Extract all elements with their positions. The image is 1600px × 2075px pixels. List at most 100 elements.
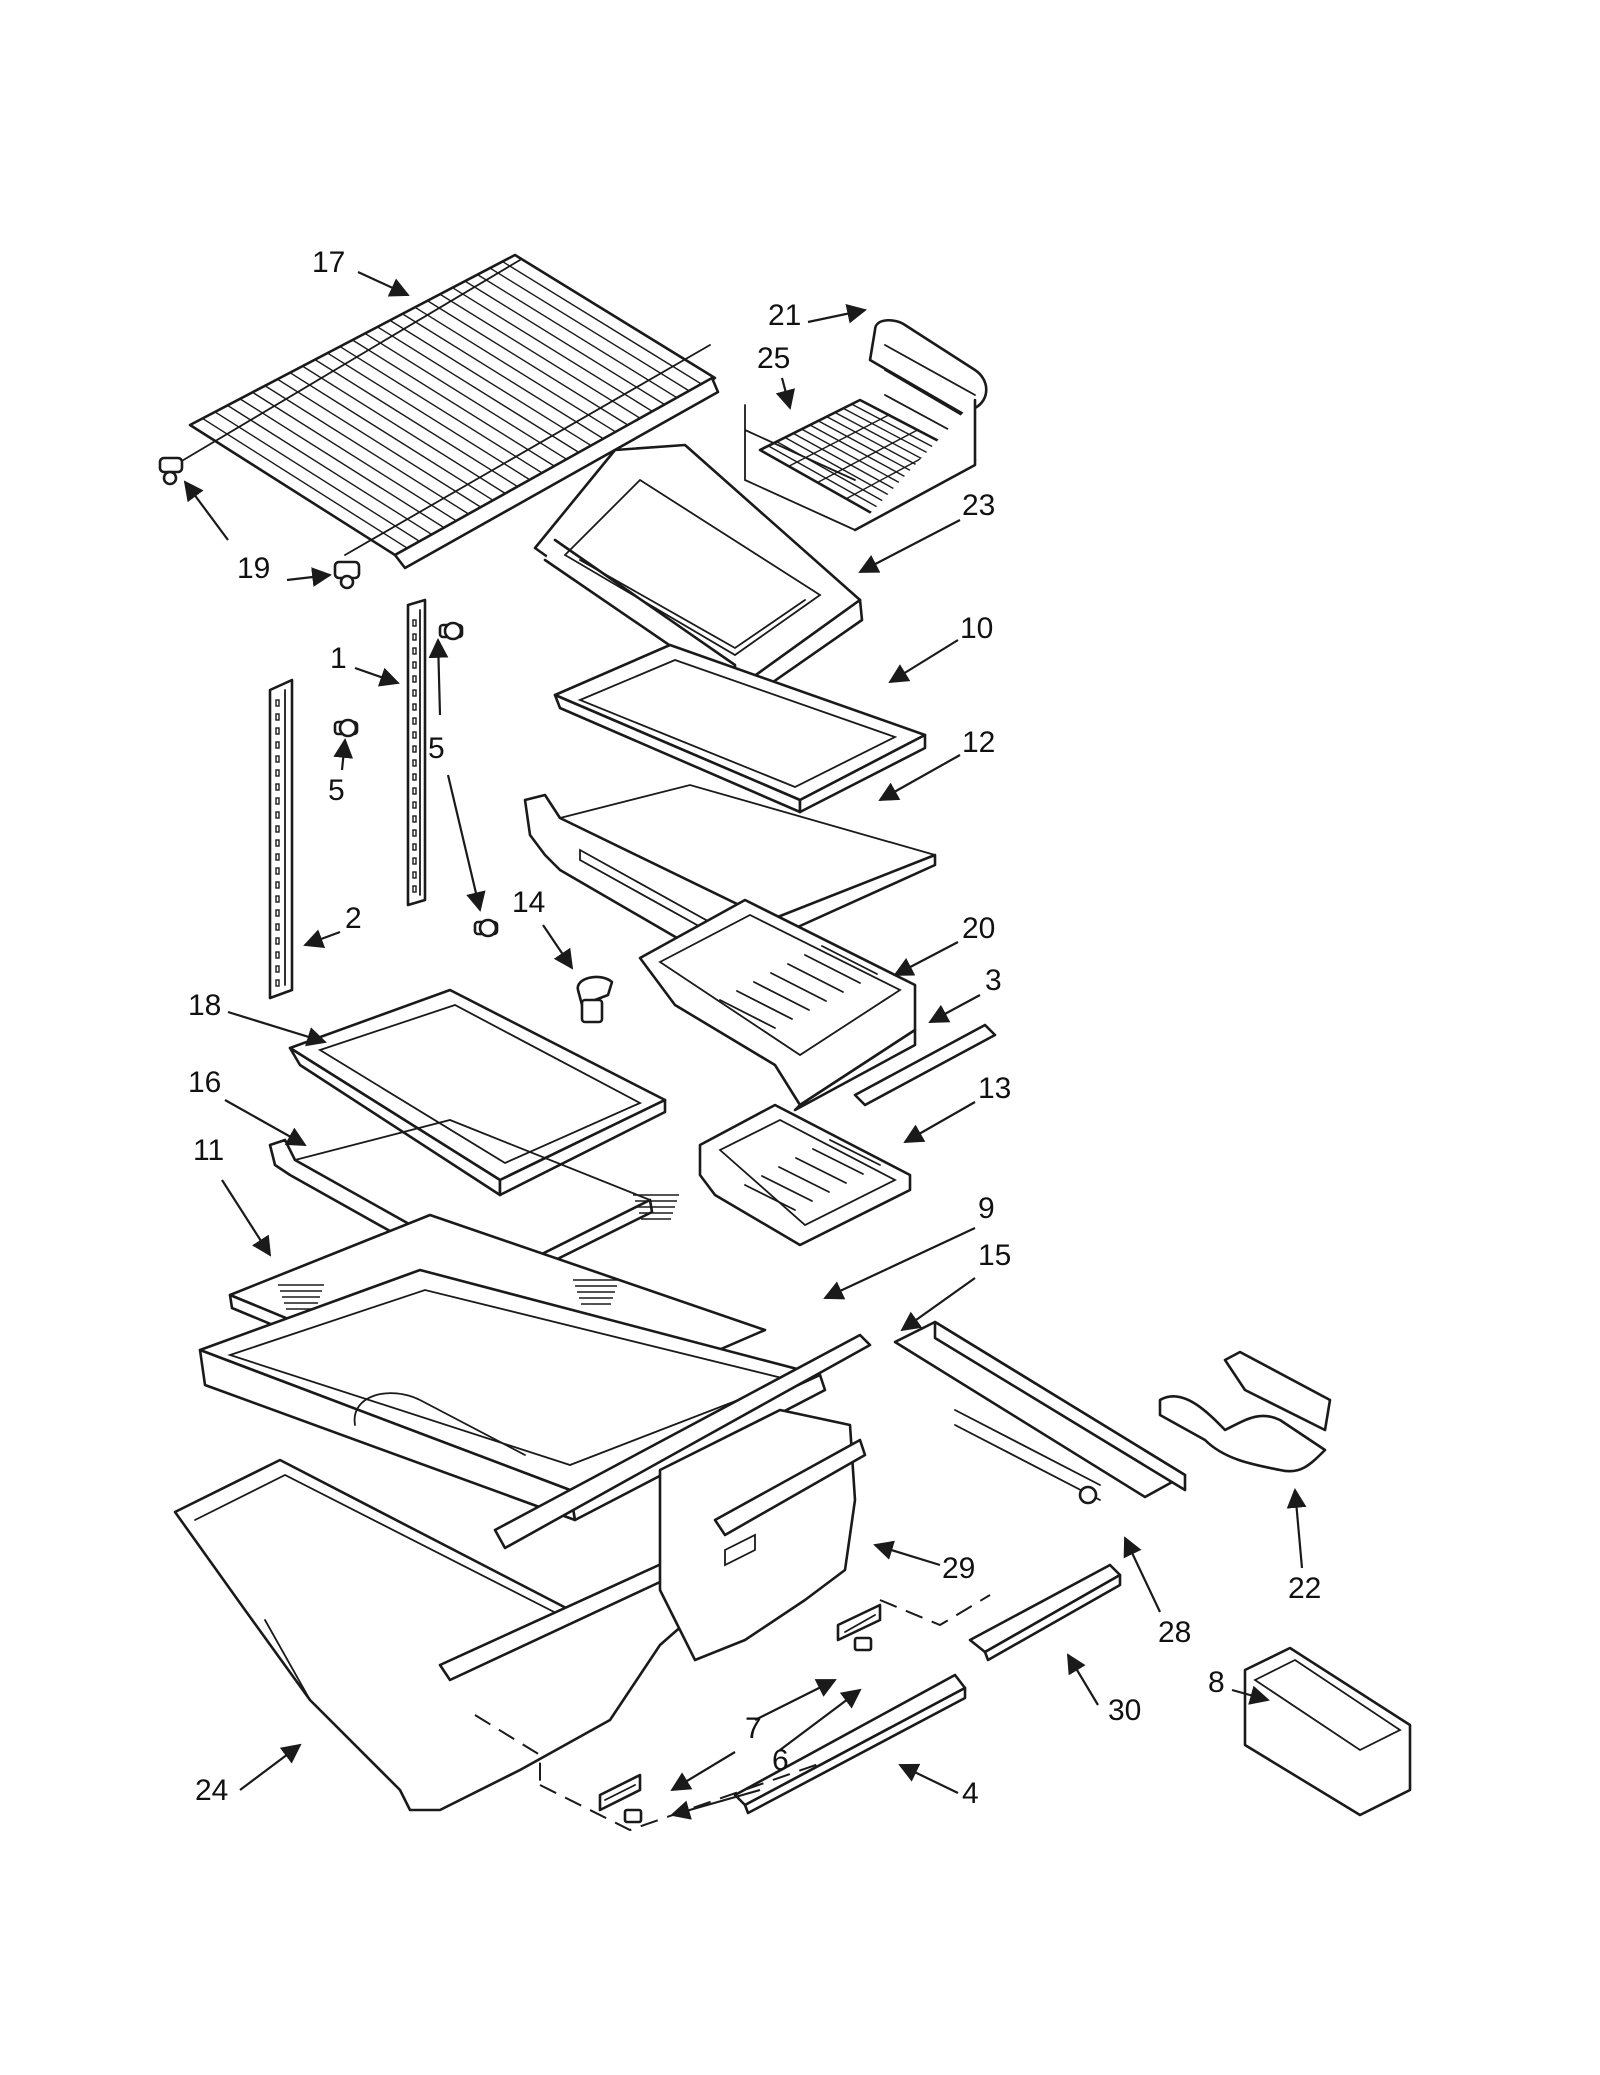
callout-label: 9: [978, 1192, 995, 1225]
wire-shelf-17: [174, 253, 720, 570]
callout-label: 4: [962, 1777, 979, 1810]
leader-arrow: [227, 1010, 327, 1047]
rail-2: [268, 678, 294, 1000]
callout-c19: 19: [183, 480, 332, 587]
callout-label: 29: [942, 1552, 975, 1585]
trim-strip-3: [853, 1023, 997, 1107]
leader-arrow: [903, 1101, 976, 1143]
callout-label: 19: [237, 552, 270, 585]
dashed-alignment-lines: [474, 1594, 991, 1832]
callout-c28: 28: [1123, 1536, 1191, 1649]
leader-arrow: [221, 1179, 272, 1257]
callout-c7: 7: [745, 1679, 837, 1745]
callout-c12: 12: [878, 726, 995, 801]
callout-c25: 25: [757, 342, 795, 410]
end-cap-19-lower: [333, 560, 361, 590]
callout-c23: 23: [858, 489, 995, 573]
callout-c10: 10: [888, 612, 993, 684]
callout-label: 20: [962, 912, 995, 945]
clip-7-upper: [836, 1603, 882, 1642]
clip-7-lower: [598, 1773, 642, 1812]
leader-arrow: [303, 929, 341, 949]
callout-label: 15: [978, 1239, 1011, 1272]
callout-c21: 21: [768, 299, 867, 332]
callout-label: 7: [745, 1712, 762, 1745]
callout-label: 23: [962, 489, 995, 522]
crisper-drawer-29: [658, 1408, 867, 1662]
callout-c17: 17: [312, 246, 410, 297]
callout-c20: 20: [893, 912, 995, 976]
door-bin-8: [1243, 1646, 1412, 1817]
callout-c9: 9: [823, 1192, 995, 1300]
rail-assembly-28: [893, 1320, 1187, 1505]
clip-6-upper: [853, 1636, 873, 1652]
leader-arrow: [1123, 1536, 1161, 1613]
leader-arrow: [1231, 1685, 1270, 1705]
callout-label: 14: [512, 886, 545, 919]
callout-c4: 4: [898, 1763, 979, 1810]
leader-arrow: [900, 1277, 976, 1332]
screw-5-upper: [438, 621, 464, 641]
callout-label: 25: [757, 342, 790, 375]
shelf-frame-16: [268, 1119, 654, 1292]
callout-c15: 15: [900, 1239, 1011, 1332]
glass-shelf-18: [288, 988, 667, 1197]
leader-arrow: [428, 638, 449, 716]
leader-arrow: [670, 1788, 761, 1820]
screw-5-middle: [333, 718, 359, 738]
crisper-pan-20: [638, 898, 917, 1112]
leader-arrow: [333, 738, 354, 771]
callout-c5a: 5: [428, 638, 449, 765]
leader-arrow: [670, 1751, 736, 1792]
callout-c14: 14: [512, 886, 574, 970]
callout-label: 22: [1288, 1572, 1321, 1605]
clip-14: [576, 975, 614, 1024]
callout-label: 10: [960, 612, 993, 645]
leader-arrow: [873, 1540, 941, 1567]
leader-arrow: [898, 1763, 959, 1794]
end-cap-19-upper: [158, 456, 184, 486]
callout-c29: 29: [873, 1540, 975, 1585]
callout-c2: 2: [303, 902, 362, 949]
strip-15: [493, 1333, 872, 1550]
leader-arrow: [888, 639, 959, 684]
wire-basket-21: [744, 319, 988, 532]
callout-c3: 3: [928, 964, 1002, 1023]
callout-label: 16: [188, 1066, 221, 1099]
callout-label: 21: [768, 299, 801, 332]
callout-c22: 22: [1286, 1488, 1321, 1605]
callout-c1: 1: [330, 642, 400, 687]
callout-c11: 11: [193, 1134, 272, 1257]
callout-label: 8: [1208, 1666, 1225, 1699]
callout-label: 3: [985, 964, 1002, 997]
screw-5-lower: [473, 918, 499, 938]
trim-4: [733, 1673, 967, 1815]
callout-label: 1: [330, 642, 347, 675]
callout-label: 18: [188, 989, 221, 1022]
leader-arrow: [224, 1099, 307, 1146]
callout-label: 12: [962, 726, 995, 759]
leader-arrow: [286, 567, 332, 587]
callout-label: 11: [193, 1134, 224, 1167]
leader-arrow: [183, 480, 229, 541]
leader-arrow: [928, 994, 981, 1023]
callout-c8: 8: [1208, 1666, 1270, 1705]
leader-arrow: [1286, 1488, 1307, 1569]
tray-13: [698, 1103, 912, 1247]
clip-6-lower: [623, 1808, 643, 1824]
leader-arrow: [357, 271, 410, 297]
callout-c5b: 5: [328, 738, 354, 807]
callout-label: 6: [772, 1744, 789, 1777]
leader-arrow: [858, 519, 961, 573]
leader-arrow: [354, 666, 400, 687]
shelf-10: [553, 643, 927, 814]
leader-arrow: [239, 1743, 302, 1791]
leader-arrow: [446, 774, 486, 912]
callout-label: 13: [978, 1072, 1011, 1105]
bracket-22: [1158, 1350, 1332, 1473]
callout-c18: 18: [188, 989, 327, 1047]
callout-c6: 6: [772, 1688, 862, 1777]
callout-c13: 13: [903, 1072, 1011, 1143]
trim-30: [968, 1563, 1122, 1662]
